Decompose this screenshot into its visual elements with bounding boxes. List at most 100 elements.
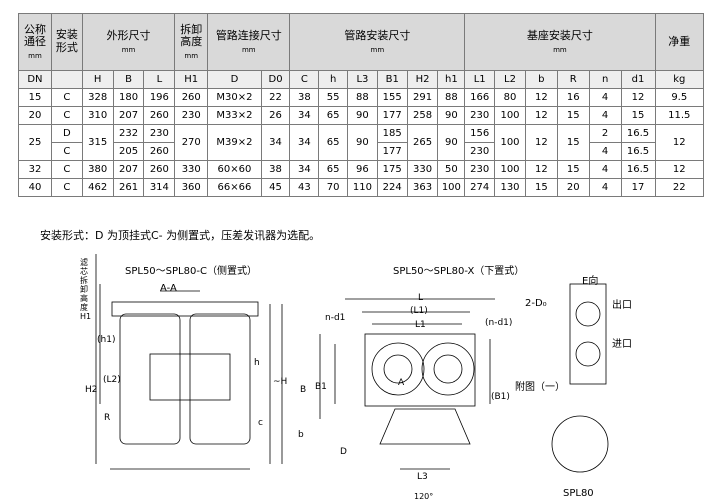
table-cell: 16.5 (620, 160, 656, 179)
table-cell: 15 (18, 88, 52, 107)
table-cell: 15 (556, 160, 590, 179)
table-cell: 70 (318, 178, 348, 197)
bottom-base (364, 333, 476, 407)
table-cell: 4 (588, 106, 622, 125)
table-cell: 65 (318, 160, 348, 179)
table-cell: 180 (112, 88, 145, 107)
table-cell: 12 (620, 88, 656, 107)
table-cell: 230 (464, 160, 496, 179)
appendix-label: 附图（一） (515, 382, 565, 393)
appendix-circle (551, 415, 609, 473)
table-cell: 34 (289, 106, 320, 125)
table-cell: 43 (289, 178, 320, 197)
dim-b: b (298, 430, 304, 440)
table-cell: 88 (347, 88, 378, 107)
table-cell: 314 (143, 178, 176, 197)
e-view-label: E向 (582, 276, 599, 287)
table-cell: 15 (556, 106, 590, 125)
table-cell: 12 (524, 160, 558, 179)
install-note: 安装形式：D 为顶挂式C- 为侧置式，压差发讯器为选配。 (40, 229, 321, 242)
table-cell: 230 (464, 106, 496, 125)
table-cell: 330 (406, 160, 439, 179)
table-cell: 166 (464, 88, 496, 107)
table-cell: 196 (143, 88, 176, 107)
dim-h1: (h1) (97, 335, 116, 345)
port-label: 2-D₀ (525, 298, 547, 309)
angle-label: 120° (414, 492, 434, 501)
technical-drawing (95, 254, 609, 473)
table-cell: 96 (347, 160, 378, 179)
table-cell: C (50, 178, 83, 197)
bowl-left (371, 342, 425, 396)
side-view-title: SPL50～SPL80-C（侧置式） (125, 266, 257, 277)
table-cell: 66×66 (207, 178, 262, 197)
table-cell: 175 (376, 160, 408, 179)
dim-nd1: n-d1 (325, 313, 346, 323)
dim-L: L (418, 293, 424, 303)
removal-height-label: 滤芯拆卸高度H1 (80, 258, 92, 321)
table-cell: 260 (143, 106, 176, 125)
dim-B: B (300, 385, 307, 395)
inlet-label: 进口 (612, 339, 632, 350)
table-cell: 50 (437, 160, 466, 179)
table-cell: 20 (556, 178, 590, 197)
bowl-right (421, 342, 475, 396)
table-cell: 207 (112, 160, 145, 179)
table-cell: 34 (289, 160, 320, 179)
table-cell: 32 (18, 160, 52, 179)
dim-L1-paren: (L1) (410, 306, 428, 316)
table-cell: 26 (260, 106, 291, 125)
table-cell: 88 (437, 88, 466, 107)
table-cell: 230 (174, 106, 209, 125)
table-cell: 22 (260, 88, 291, 107)
dim-H: ~H (273, 377, 288, 387)
dim-h: h (254, 358, 260, 368)
table-cell: 12 (524, 88, 558, 107)
dim-r: R (104, 413, 111, 423)
table-row: C 205 260 177 230 4 16.5 (19, 142, 704, 161)
table-cell: 17 (620, 178, 656, 197)
table-cell: 38 (260, 160, 291, 179)
table-cell: 100 (437, 178, 466, 197)
table-cell: 22 (654, 178, 705, 197)
table-cell: M30×2 (207, 88, 262, 107)
table-cell: 260 (143, 160, 176, 179)
filter-cover (111, 301, 259, 317)
table-cell: 224 (376, 178, 408, 197)
dim-B1-paren: (B1) (491, 392, 510, 402)
bottom-flange (379, 408, 471, 445)
table-cell: 258 (406, 106, 439, 125)
table-cell: 11.5 (654, 106, 705, 125)
table-cell: C (50, 88, 83, 107)
table-cell: 12 (654, 160, 705, 179)
dim-nd1-paren: (n-d1) (485, 318, 513, 328)
table-cell: M33×2 (207, 106, 262, 125)
table-cell: 310 (81, 106, 114, 125)
header-install-type: 安装形式 (50, 13, 83, 71)
table-row: 25 D 315 232 230 270 M39×2 34 34 65 90 1… (18, 124, 705, 161)
model-label: SPL80 (563, 488, 594, 499)
header-weight: 净重 (654, 13, 705, 71)
dim-L1: L1 (415, 320, 426, 330)
table-cell: 55 (318, 88, 348, 107)
filter-body-left (119, 313, 181, 445)
dim-L3: L3 (417, 472, 428, 482)
table-cell: 4 (588, 178, 622, 197)
table-cell: 16 (556, 88, 590, 107)
table-cell: 380 (81, 160, 114, 179)
table-cell: 330 (174, 160, 209, 179)
table-cell: 462 (81, 178, 114, 197)
table-cell: 100 (494, 160, 526, 179)
table-cell: 260 (174, 88, 209, 107)
